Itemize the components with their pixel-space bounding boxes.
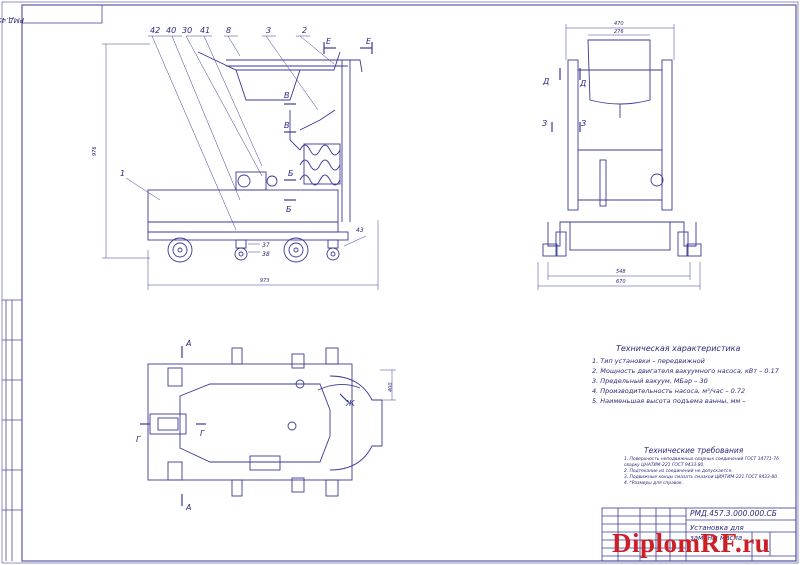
section-mark-g-right: Г <box>200 429 205 438</box>
tech-characteristics-title: Техническая характеристика <box>616 344 741 353</box>
dim-276: 276 <box>614 29 624 35</box>
watermark-suffix: .ru <box>735 528 771 558</box>
title-block-name-1: Установка для <box>690 524 744 532</box>
callout-38: 38 <box>262 251 270 258</box>
tech-char-item: 1. Тип установки – передвижной <box>592 357 705 365</box>
title-block <box>601 507 797 562</box>
section-mark-b-bottom: Б <box>286 205 292 214</box>
callout-42: 42 <box>150 26 160 35</box>
front-view <box>537 24 702 290</box>
tech-char-item: 4. Производительность насоса, м³/час – 0… <box>592 387 746 395</box>
callout-40: 40 <box>166 26 176 35</box>
plan-view <box>140 346 396 506</box>
section-mark-d-left: Д <box>542 77 549 86</box>
section-mark-g-left: Г <box>136 435 141 444</box>
section-mark-a-bottom: А <box>185 503 191 512</box>
tech-char-item: 3. Предельный вакуум, МБар – 30 <box>592 377 708 385</box>
callout-8: 8 <box>226 26 231 35</box>
tech-req-item: 4. *Размеры для справок. <box>624 481 684 486</box>
tech-requirements: Технические требования 1. Поверхность не… <box>624 446 794 487</box>
callout-43: 43 <box>356 227 364 234</box>
tech-req-item: 2. Подтекание из соединений не допускает… <box>624 469 733 474</box>
dim-670: 670 <box>616 279 626 285</box>
drawing-code-stamp: РМД.457.3.000.000.СБ <box>690 509 777 518</box>
callout-2: 2 <box>302 26 307 35</box>
section-mark-e-left: Е <box>326 37 332 46</box>
callout-41: 41 <box>200 26 210 35</box>
dim-548: 548 <box>616 269 626 275</box>
dim-400: 400 <box>388 382 394 392</box>
callout-1: 1 <box>120 169 125 178</box>
title-block-name-2: замены масла <box>690 534 742 542</box>
dim-973: 973 <box>260 278 270 284</box>
section-mark-v-bottom: В <box>284 121 290 130</box>
section-mark-v-top: В <box>284 91 290 100</box>
tech-char-item: 2. Мощность двигателя вакуумного насоса,… <box>592 367 779 375</box>
callout-30: 30 <box>182 26 192 35</box>
tech-req-item: 1. Поверхность неподвижных сварных соеди… <box>624 457 779 468</box>
section-mark-z-left: З <box>542 119 547 128</box>
section-mark-zh: Ж <box>345 399 355 408</box>
dim-976: 976 <box>92 146 98 156</box>
tech-req-item: 3. Подвижные концы смазать смазкой ЦИАТИ… <box>624 475 779 480</box>
diplomrf-watermark: DiplomRF.ru <box>612 528 770 559</box>
side-view <box>102 35 379 290</box>
watermark-main: DiplomRF <box>612 528 736 558</box>
tech-char-item: 5. Наименьшая высота подъема ванны, мм – <box>592 397 746 405</box>
section-mark-z-right: З <box>581 119 586 128</box>
tech-requirements-title: Технические требования <box>644 446 744 455</box>
callout-3: 3 <box>266 26 271 35</box>
tech-characteristics: Техническая характеристика 1. Тип устано… <box>592 344 792 406</box>
section-mark-e-right: Е <box>366 37 372 46</box>
section-mark-a-top: А <box>185 339 191 348</box>
drawing-code-topleft: РМД.457.3.000.000.СБ <box>0 16 24 24</box>
section-mark-d-right: Д <box>579 79 586 88</box>
dim-470: 470 <box>614 21 624 27</box>
section-mark-b-top: Б <box>288 169 294 178</box>
callout-37: 37 <box>262 242 270 249</box>
